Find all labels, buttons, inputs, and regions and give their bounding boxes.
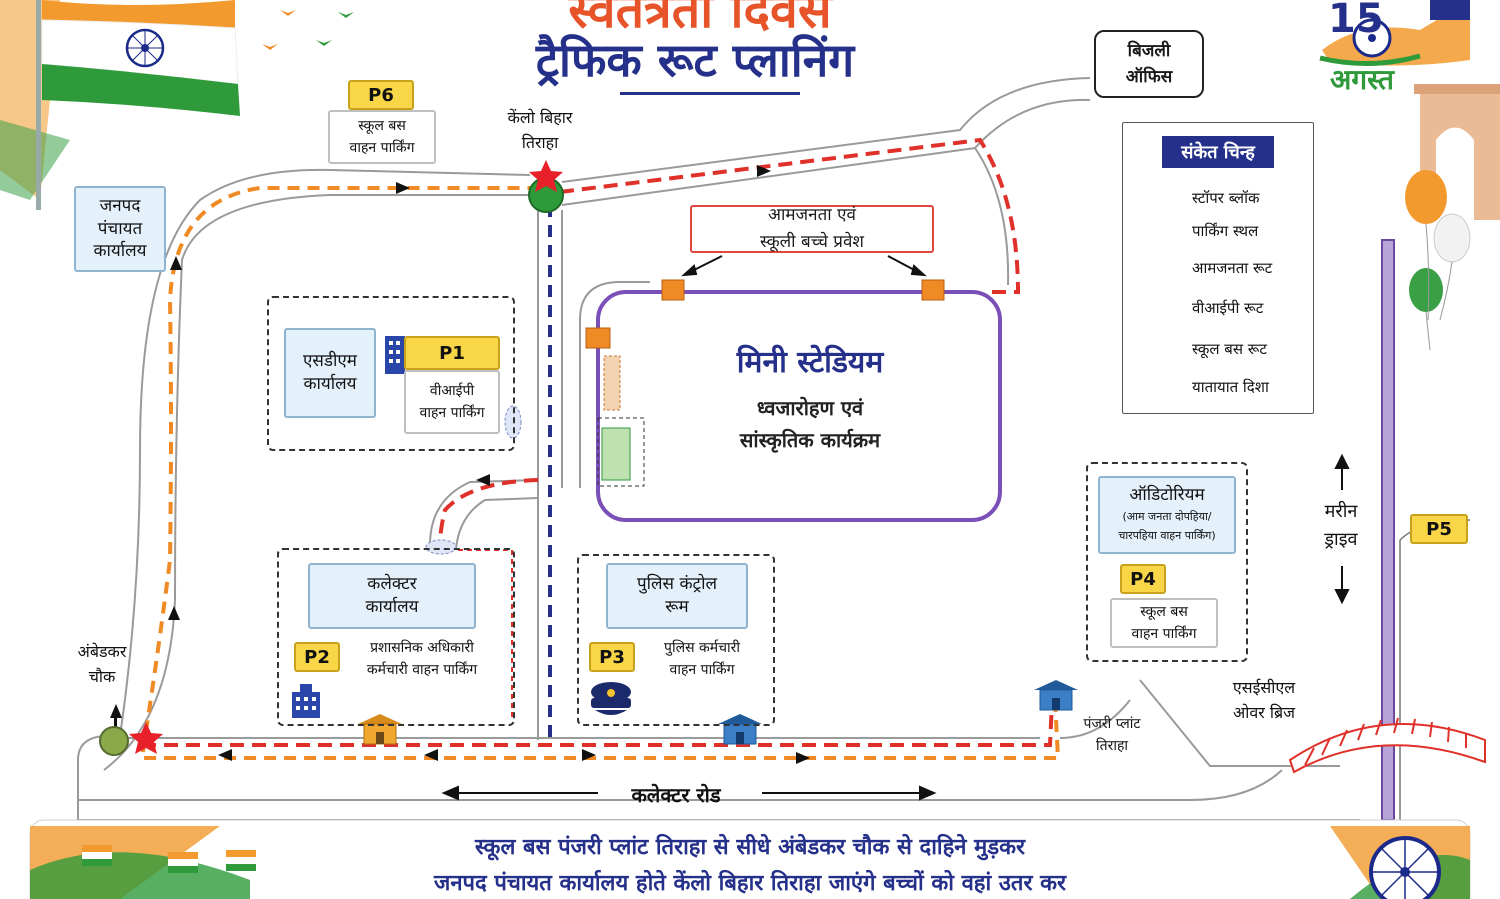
kelo-bihar-tiraha-label: केंलो बिहार तिराहा: [507, 108, 573, 152]
legend-item-school-bus-route: स्कूल बस रूट: [1192, 340, 1267, 358]
gate-icon: [425, 539, 457, 555]
small-flags-icon: [82, 845, 256, 873]
balloons-icon: [1405, 170, 1471, 351]
legend-item-stopper: स्टॉपर ब्लॉक: [1192, 189, 1260, 207]
collector-office-label: कलेक्टर कार्यालय: [308, 563, 476, 629]
stopper-star-icon: [129, 722, 163, 754]
entry-arrows: [681, 255, 927, 277]
entry-gate-icon: [661, 279, 685, 301]
auditorium-area-border: [1086, 462, 1248, 662]
parking-tag-p1: P1: [404, 336, 500, 370]
legend-item-parking: पार्किंग स्थल: [1192, 222, 1259, 240]
bottom-banner: [29, 819, 1471, 899]
building-icon: [385, 336, 405, 374]
parking-tag-p6: P6: [348, 80, 414, 110]
stopper-star-icon: [529, 160, 563, 192]
police-area-border: [577, 554, 775, 726]
independence-logo: [1319, 0, 1470, 67]
parking-tag-p4: P4: [1120, 564, 1166, 594]
page-title-line1: स्वतंत्रता दिवस: [568, 0, 832, 39]
podium-icon: [601, 427, 631, 481]
police-cap-icon: [591, 682, 631, 715]
marine-drive-label: मरीन ड्राइव: [1324, 501, 1358, 550]
school-bus-route: [139, 186, 1061, 760]
ambedkar-chowk-label: अंबेडकर चौक: [77, 642, 127, 686]
flag-graphic: [0, 0, 240, 210]
police-control-room-label: पुलिस कंट्रोल रूम: [606, 563, 748, 629]
entry-gate-icon: [921, 279, 945, 301]
auditorium-label: ऑडिटोरियम: [1129, 484, 1205, 505]
kiosk-icon: [1034, 680, 1078, 711]
logo-number: 15: [1328, 0, 1384, 42]
title-underline: [620, 92, 800, 95]
parking-label-p3: पुलिस कर्मचारी वाहन पार्किंग: [664, 640, 740, 678]
legend-panel: [1122, 122, 1314, 414]
panjri-plant-tiraha-label: पंजरी प्लांट तिराहा: [1083, 716, 1141, 754]
mini-stadium-outline: [596, 290, 1002, 522]
stadium-subtitle: ध्वजारोहण एवं सांस्कृतिक कार्यक्रम: [739, 396, 881, 452]
parking-label-p2: प्रशासनिक अधिकारी कर्मचारी वाहन पार्किंग: [366, 640, 478, 678]
bijli-office-label: बिजली ऑफिस: [1094, 30, 1204, 98]
auditorium-box: ऑडिटोरियम (आम जनता दोपहिया/ चारपहिया वाह…: [1098, 476, 1236, 554]
parking-label-p6: स्कूल बस वाहन पार्किंग: [328, 110, 436, 164]
bottom-note-line1: स्कूल बस पंजरी प्लांट तिराहा से सीधे अंब…: [475, 835, 1025, 860]
parking-tag-p3: P3: [589, 642, 635, 672]
legend-item-public-route: आमजनता रूट: [1192, 259, 1273, 277]
entry-gate-icon: [585, 327, 611, 349]
bottom-note: स्कूल बस पंजरी प्लांट तिराहा से सीधे अंब…: [60, 830, 1440, 899]
building-icon: [292, 684, 320, 718]
collector-road-arrows: [441, 785, 937, 801]
sdm-area-border: [267, 296, 515, 451]
collector-area-border: [277, 548, 515, 726]
logo-text: अगस्त: [1330, 63, 1395, 96]
ambedkar-chowk-circle: [99, 726, 129, 756]
stadium-title: मिनी स्टेडियम: [736, 345, 884, 380]
legend-item-traffic-direction: यातायात दिशा: [1192, 378, 1269, 396]
parking-label-p1: वीआईपी वाहन पार्किंग: [404, 370, 500, 434]
birds-icon: [262, 10, 296, 50]
sdm-office-label: एसडीएम कार्यालय: [284, 328, 376, 418]
collector-road-label: कलेक्टर रोड: [631, 783, 721, 807]
stage-block: [603, 355, 621, 411]
janpad-panchayat-label: जनपद पंचायत कार्यालय: [74, 186, 166, 272]
kiosk-icon: [718, 714, 762, 745]
legend-title: संकेत चिन्ह: [1162, 136, 1274, 168]
parking-tag-p2: P2: [294, 642, 340, 672]
traffic-arrows: [110, 165, 810, 764]
public-entry-label: आमजनता एवं स्कूली बच्चे प्रवेश: [690, 205, 934, 253]
legend-item-vip-route: वीआईपी रूट: [1192, 299, 1264, 317]
secl-over-bridge-label: एसईसीएल ओवर ब्रिज: [1232, 678, 1296, 722]
marine-drive-arrows: [1334, 453, 1350, 605]
bottom-note-line2: जनपद पंचायत कार्यालय होते केंलो बिहार ति…: [434, 871, 1066, 897]
parking-label-p4: स्कूल बस वाहन पार्किंग: [1110, 598, 1218, 648]
auditorium-sublabel: (आम जनता दोपहिया/ चारपहिया वाहन पार्किंग…: [1118, 509, 1216, 543]
page-title-line2: ट्रैफिक रूट प्लानिंग: [535, 33, 855, 87]
over-bridge-graphic: [1288, 717, 1486, 774]
parking-tag-p5: P5: [1410, 514, 1468, 544]
